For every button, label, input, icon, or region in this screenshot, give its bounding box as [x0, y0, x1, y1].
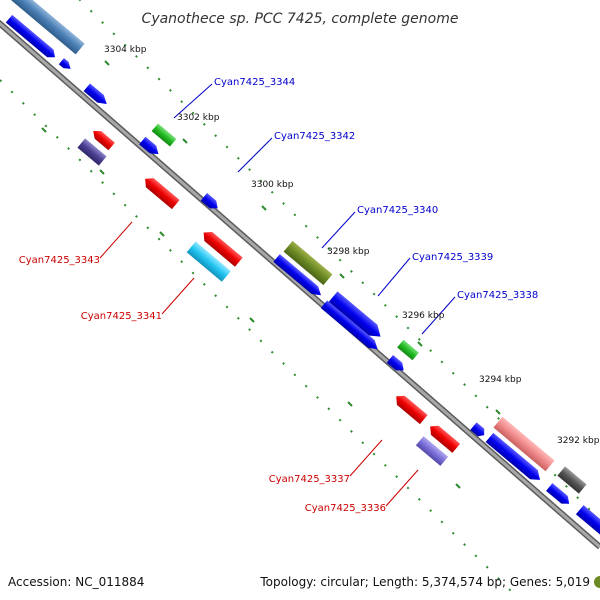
leader-line — [173, 83, 213, 119]
label-leader-lines — [99, 83, 456, 507]
tick-label: 3298 kbp — [327, 247, 370, 257]
gene-arrow[interactable] — [386, 355, 407, 374]
gene-arrow[interactable] — [186, 241, 231, 282]
tick-mark — [261, 205, 267, 211]
gene-label[interactable]: Cyan7425_3339 — [412, 252, 493, 263]
gene-features-reverse — [77, 127, 461, 466]
tick-mark — [339, 273, 345, 279]
leader-line — [385, 469, 419, 507]
gene-arrow[interactable] — [58, 58, 73, 72]
map-title: Cyanothece sp. PCC 7425, complete genome — [142, 11, 459, 27]
gene-label[interactable]: Cyan7425_3338 — [457, 290, 538, 301]
gene-arrow[interactable] — [320, 300, 381, 353]
gene-arrow[interactable] — [83, 83, 110, 107]
gene-arrow[interactable] — [139, 136, 162, 158]
gene-arrow[interactable] — [90, 127, 115, 151]
leader-line — [377, 257, 411, 297]
gene-arrow[interactable] — [415, 436, 449, 466]
gene-label[interactable]: Cyan7425_3337 — [269, 474, 350, 485]
tick-label: 3304 kbp — [104, 45, 147, 55]
tick-label: 3294 kbp — [479, 375, 522, 385]
gene-features — [5, 0, 600, 537]
tick-label: 3302 kbp — [177, 113, 220, 123]
gene-arrow[interactable] — [5, 14, 58, 61]
tick-label: 3292 kbp — [557, 436, 600, 446]
gene-arrow[interactable] — [397, 339, 419, 361]
gene-label[interactable]: Cyan7425_3342 — [274, 131, 355, 142]
tick-mark — [41, 127, 47, 133]
gene-labels: Cyan7425_3344 Cyan7425_3342 Cyan7425_334… — [19, 77, 539, 514]
gene-arrow[interactable] — [485, 432, 544, 485]
tick-mark — [99, 169, 105, 175]
leader-line — [349, 439, 383, 477]
tick-marks — [41, 60, 579, 489]
leader-line — [161, 277, 195, 315]
gene-arrow[interactable] — [426, 422, 461, 453]
tick-mark — [417, 341, 423, 347]
tick-labels: 3304 kbp 3302 kbp 3300 kbp 3298 kbp 3296… — [104, 45, 600, 446]
tick-mark — [104, 60, 110, 66]
gene-label[interactable]: Cyan7425_3341 — [81, 311, 162, 322]
tick-label: 3296 kbp — [402, 311, 445, 321]
dot-lane-inner — [0, 79, 521, 600]
leader-line — [237, 137, 273, 173]
legend-dot-icon — [594, 576, 600, 588]
gene-label[interactable]: Cyan7425_3336 — [305, 503, 386, 514]
gene-arrow[interactable] — [575, 505, 600, 537]
gene-arrow[interactable] — [392, 392, 428, 425]
gene-arrow[interactable] — [328, 291, 385, 342]
gene-label[interactable]: Cyan7425_3344 — [214, 77, 295, 88]
gene-arrow[interactable] — [200, 193, 221, 212]
genome-summary-text: Topology: circular; Length: 5,374,574 bp… — [259, 575, 590, 589]
gene-arrow[interactable] — [470, 422, 487, 439]
gene-arrow[interactable] — [200, 228, 243, 267]
tick-label: 3300 kbp — [251, 180, 294, 190]
gene-arrow[interactable] — [283, 240, 333, 286]
tick-mark — [182, 138, 188, 144]
gene-arrow[interactable] — [141, 174, 180, 210]
gene-arrow[interactable] — [77, 138, 107, 166]
leader-line — [99, 221, 133, 259]
tick-mark — [249, 317, 255, 323]
tick-mark — [495, 409, 501, 415]
tick-mark — [455, 483, 461, 489]
gene-label[interactable]: Cyan7425_3343 — [19, 255, 100, 266]
tick-mark — [159, 231, 165, 237]
tick-mark — [347, 401, 353, 407]
genome-backbone — [0, 19, 600, 550]
gene-arrow[interactable] — [11, 0, 85, 55]
gene-arrow[interactable] — [493, 416, 555, 472]
gene-arrow[interactable] — [557, 466, 587, 494]
gene-arrow[interactable] — [273, 254, 324, 299]
leader-line — [421, 296, 456, 335]
accession-text: Accession: NC_011884 — [8, 575, 144, 589]
gene-label[interactable]: Cyan7425_3340 — [357, 205, 438, 216]
leader-line — [321, 211, 356, 249]
gene-arrow[interactable] — [151, 123, 177, 147]
gene-arrow[interactable] — [546, 483, 572, 507]
